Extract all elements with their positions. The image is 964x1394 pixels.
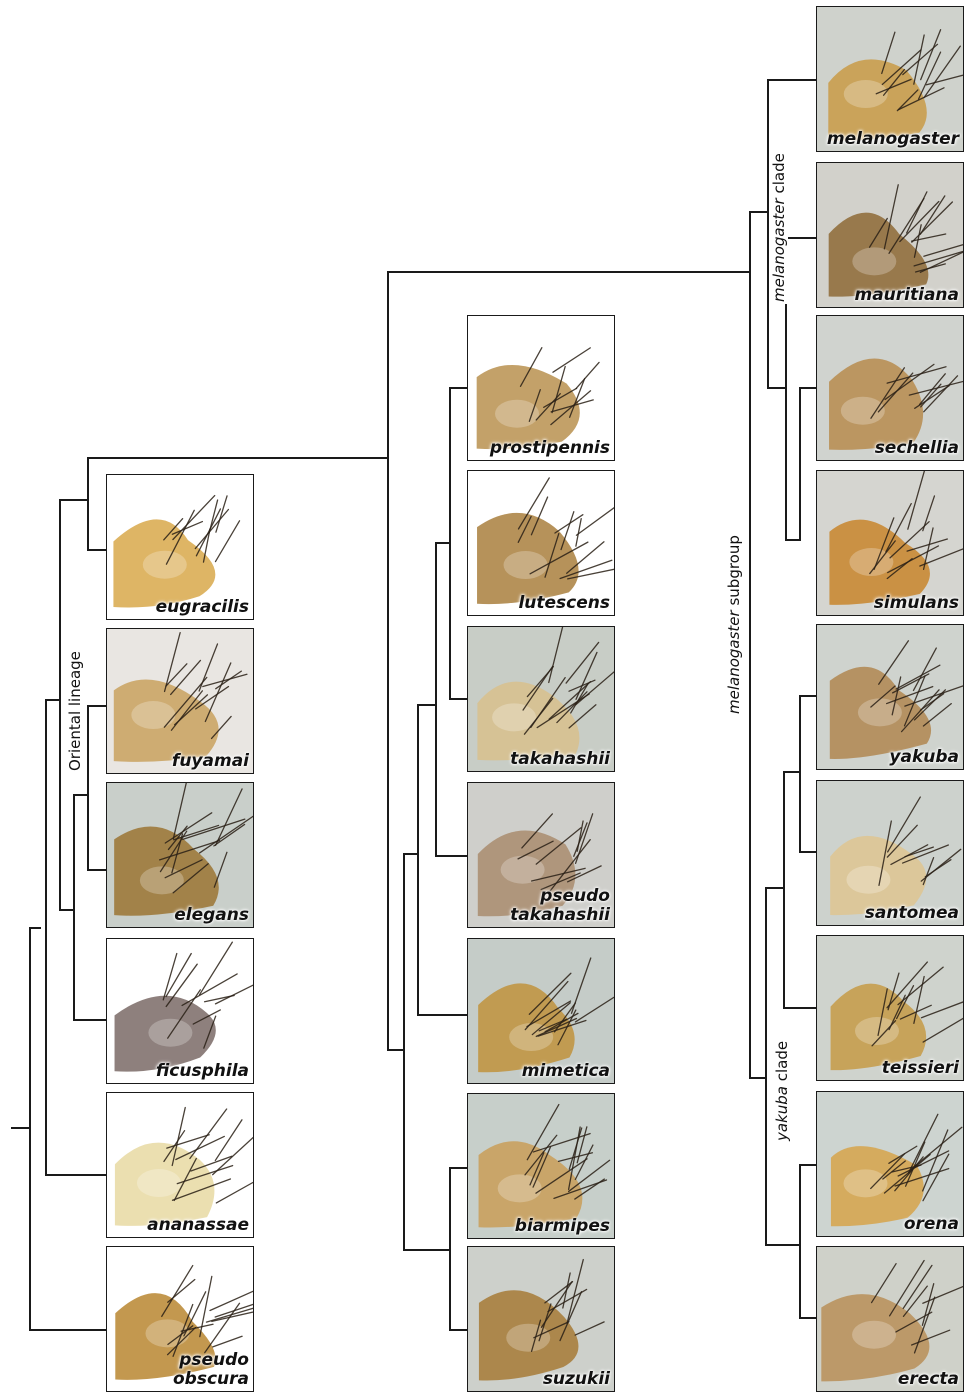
clade-label-melanogaster-clade: melanogaster clade [770,151,788,304]
specimen-panel-erecta: erecta [816,1246,964,1392]
species-label-suzukii: suzukii [543,1370,610,1389]
specimen-panel-fuyamai: fuyamai [106,628,254,774]
specimen-panel-pseudoobscura: pseudo obscura [106,1246,254,1392]
species-label-melanogaster: melanogaster [827,130,959,149]
species-label-teissieri: teissieri [882,1059,959,1078]
clade-label-melanogaster-subgroup: melanogaster subgroup [725,533,743,716]
specimen-panel-melanogaster: melanogaster [816,6,964,152]
species-label-mimetica: mimetica [522,1062,610,1081]
species-label-erecta: erecta [898,1370,959,1389]
specimen-panel-santomea: santomea [816,780,964,926]
specimen-panel-pseudotakahashii: pseudo takahashii [467,782,615,928]
specimen-panel-suzukii: suzukii [467,1246,615,1392]
species-label-biarmipes: biarmipes [515,1217,610,1236]
species-label-simulans: simulans [874,594,959,613]
species-label-sechellia: sechellia [875,439,959,458]
specimen-panel-biarmipes: biarmipes [467,1093,615,1239]
specimen-panel-sechellia: sechellia [816,315,964,461]
clade-label-oriental-lineage: Oriental lineage [66,649,84,773]
specimen-panel-mimetica: mimetica [467,938,615,1084]
specimen-panel-ananassae: ananassae [106,1092,254,1238]
species-label-yakuba: yakuba [889,748,959,767]
species-label-ananassae: ananassae [147,1216,249,1235]
specimen-panel-elegans: elegans [106,782,254,928]
species-label-eugracilis: eugracilis [156,598,249,617]
specimen-panel-eugracilis: eugracilis [106,474,254,620]
species-label-takahashii: takahashii [510,750,610,769]
specimen-panel-teissieri: teissieri [816,935,964,1081]
species-label-elegans: elegans [174,906,249,925]
species-label-pseudotakahashii: pseudo takahashii [510,887,610,925]
specimen-panel-lutescens: lutescens [467,470,615,616]
specimen-panel-yakuba: yakuba [816,624,964,770]
species-label-ficusphila: ficusphila [156,1062,249,1081]
species-label-fuyamai: fuyamai [172,752,249,771]
species-label-prostipennis: prostipennis [490,439,610,458]
species-label-pseudoobscura: pseudo obscura [173,1351,249,1389]
specimen-panel-mauritiana: mauritiana [816,162,964,308]
specimen-panel-takahashii: takahashii [467,626,615,772]
species-label-mauritiana: mauritiana [855,286,960,305]
specimen-panel-orena: orena [816,1091,964,1237]
species-label-lutescens: lutescens [518,594,610,613]
specimen-panel-simulans: simulans [816,470,964,616]
specimen-panel-prostipennis: prostipennis [467,315,615,461]
specimen-panel-ficusphila: ficusphila [106,938,254,1084]
clade-label-yakuba-clade: yakuba clade [773,1039,791,1143]
species-label-santomea: santomea [865,904,959,923]
species-label-orena: orena [904,1215,959,1234]
